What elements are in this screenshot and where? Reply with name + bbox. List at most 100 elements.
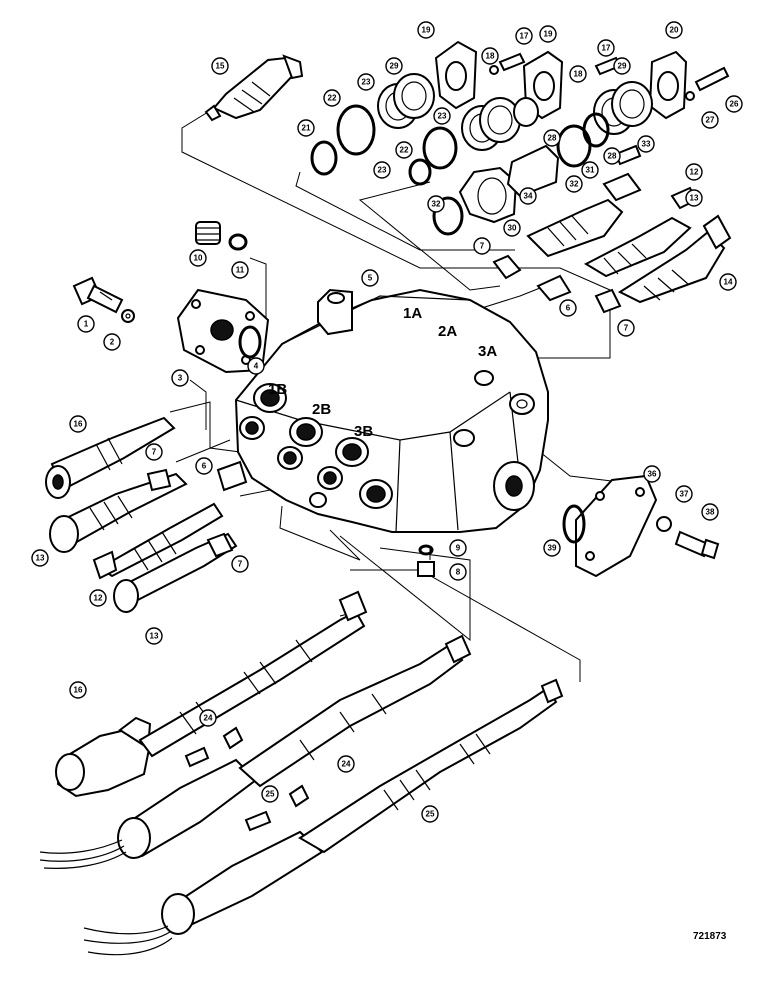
callout-28-b: 28 [603, 147, 621, 165]
svg-text:21: 21 [302, 124, 311, 133]
svg-text:16: 16 [74, 686, 83, 695]
svg-text:17: 17 [602, 44, 611, 53]
svg-text:10: 10 [194, 254, 203, 263]
callout-16-bottom: 16 [69, 681, 87, 699]
svg-text:39: 39 [548, 544, 557, 553]
actuator-spool-middle [39, 634, 472, 869]
callout-39: 39 [543, 539, 561, 557]
callout-7-left: 7 [145, 443, 163, 461]
callout-4: 4 [247, 357, 265, 375]
svg-text:13: 13 [690, 194, 699, 203]
callout-20: 20 [665, 21, 683, 39]
svg-text:2: 2 [110, 338, 115, 347]
callout-18-a: 18 [481, 47, 499, 65]
svg-text:13: 13 [150, 632, 159, 641]
callout-27: 27 [701, 111, 719, 129]
svg-text:6: 6 [566, 304, 571, 313]
svg-text:5: 5 [368, 274, 373, 283]
actuator-spool-bottom [83, 678, 564, 956]
svg-text:25: 25 [266, 790, 275, 799]
svg-text:28: 28 [548, 134, 557, 143]
callout-26: 26 [725, 95, 743, 113]
callout-37: 37 [675, 485, 693, 503]
callout-3: 3 [171, 369, 189, 387]
svg-text:1: 1 [84, 320, 89, 329]
callout-7-top: 7 [473, 237, 491, 255]
callout-21: 21 [297, 119, 315, 137]
callout-7-right: 7 [617, 319, 635, 337]
callout-12-right: 12 [685, 163, 703, 181]
valve-body [234, 288, 549, 533]
callout-29-a: 29 [385, 57, 403, 75]
port-label-3a: 3A [478, 343, 497, 360]
callout-13-right: 13 [685, 189, 703, 207]
svg-text:22: 22 [400, 146, 409, 155]
svg-text:12: 12 [690, 168, 699, 177]
port-labels: 1A 2A 3A 1B 2B 3B [268, 305, 497, 440]
callout-16-left: 16 [69, 415, 87, 433]
bottom-plug [417, 544, 435, 577]
svg-text:7: 7 [480, 242, 485, 251]
callout-17-a: 17 [515, 27, 533, 45]
callout-12-left: 12 [89, 589, 107, 607]
svg-text:14: 14 [724, 278, 733, 287]
left-bolt [72, 276, 135, 323]
callout-29-b: 29 [613, 57, 631, 75]
callout-13-lower: 13 [145, 627, 163, 645]
callout-34: 34 [519, 187, 537, 205]
actuator-spool-top [55, 590, 368, 798]
port-label-2a: 2A [438, 323, 457, 340]
svg-text:26: 26 [730, 100, 739, 109]
callout-24-b: 24 [337, 755, 355, 773]
port-label-3b: 3B [354, 423, 373, 440]
callout-10: 10 [189, 249, 207, 267]
svg-text:33: 33 [642, 140, 651, 149]
callout-6-left: 6 [195, 457, 213, 475]
callout-19-a: 19 [417, 21, 435, 39]
seal-rings [310, 73, 653, 236]
svg-text:23: 23 [362, 78, 371, 87]
svg-text:13: 13 [36, 554, 45, 563]
svg-text:38: 38 [706, 508, 715, 517]
svg-text:23: 23 [438, 112, 447, 121]
callout-30: 30 [503, 219, 521, 237]
callout-23-a: 23 [357, 73, 375, 91]
port-label-1a: 1A [403, 305, 422, 322]
front-port-holes [239, 383, 393, 509]
svg-text:11: 11 [236, 266, 245, 275]
svg-text:17: 17 [520, 32, 529, 41]
callout-32-b: 32 [565, 175, 583, 193]
svg-text:3: 3 [178, 374, 183, 383]
callout-14: 14 [719, 273, 737, 291]
svg-text:15: 15 [216, 62, 225, 71]
callout-9: 9 [449, 539, 467, 557]
callout-24-a: 24 [199, 709, 217, 727]
callout-33: 33 [637, 135, 655, 153]
actuator-fasteners [184, 726, 310, 832]
callout-2: 2 [103, 333, 121, 351]
callout-6-right: 6 [559, 299, 577, 317]
callout-5: 5 [361, 269, 379, 287]
svg-text:23: 23 [378, 166, 387, 175]
right-relief-valves [526, 172, 732, 304]
callout-7-lower: 7 [231, 555, 249, 573]
svg-text:28: 28 [608, 152, 617, 161]
svg-text:36: 36 [648, 470, 657, 479]
svg-text:27: 27 [706, 116, 715, 125]
top-seal-stack [310, 40, 730, 236]
svg-text:18: 18 [486, 52, 495, 61]
svg-text:29: 29 [390, 62, 399, 71]
callout-28-a: 28 [543, 129, 561, 147]
callout-38: 38 [701, 503, 719, 521]
callout-11: 11 [231, 261, 249, 279]
svg-text:4: 4 [254, 362, 259, 371]
top-cartridge-15 [204, 54, 304, 122]
callout-8: 8 [449, 563, 467, 581]
svg-text:19: 19 [544, 30, 553, 39]
svg-text:24: 24 [204, 714, 213, 723]
svg-text:16: 16 [74, 420, 83, 429]
svg-text:20: 20 [670, 26, 679, 35]
callout-32-a: 32 [427, 195, 445, 213]
port-label-1b: 1B [268, 381, 287, 398]
svg-text:25: 25 [426, 810, 435, 819]
